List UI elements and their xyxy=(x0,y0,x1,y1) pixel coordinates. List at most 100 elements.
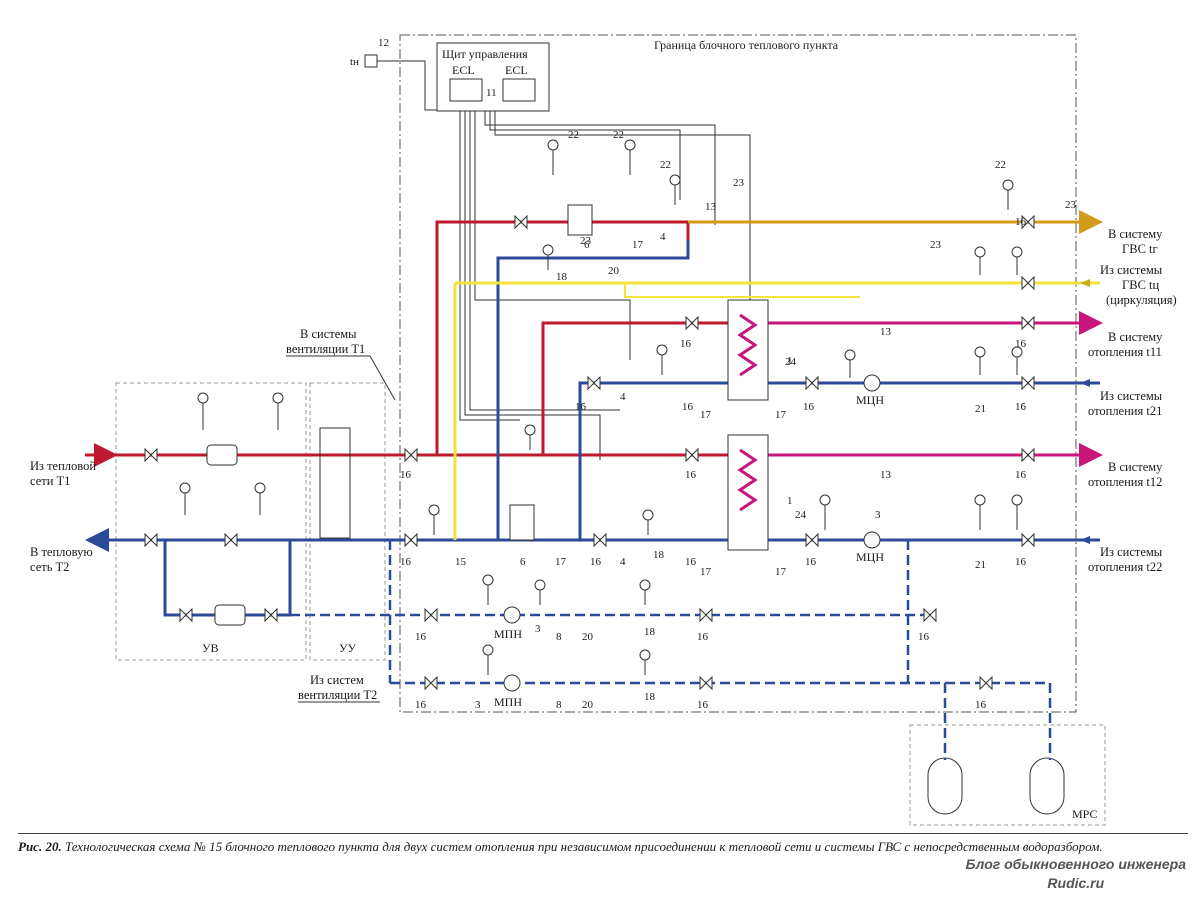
svg-text:16: 16 xyxy=(1015,556,1027,568)
svg-text:22: 22 xyxy=(995,159,1006,171)
svg-text:18: 18 xyxy=(556,271,568,283)
watermark: Блог обыкновенного инженера Rudic.ru xyxy=(966,855,1186,893)
svg-text:16: 16 xyxy=(803,401,815,413)
svg-text:20: 20 xyxy=(582,699,594,711)
svg-text:3: 3 xyxy=(475,699,481,711)
control-panel-num: 11 xyxy=(486,87,497,99)
svg-text:16: 16 xyxy=(415,699,427,711)
pump-mcn1 xyxy=(863,374,881,392)
mrs-label: МРС xyxy=(1072,807,1098,821)
svg-text:4: 4 xyxy=(660,231,666,243)
control-panel xyxy=(436,42,550,112)
svg-text:8: 8 xyxy=(556,631,562,643)
svg-text:17: 17 xyxy=(775,566,787,578)
svg-text:16: 16 xyxy=(415,631,427,643)
svg-text:18: 18 xyxy=(653,549,665,561)
svg-text:1: 1 xyxy=(787,355,793,367)
circulation-branch xyxy=(624,283,860,298)
vent-supply-leader-2 xyxy=(369,355,396,401)
svg-text:23: 23 xyxy=(733,177,745,189)
return-heat-branch xyxy=(578,381,740,540)
pump-mcn1-label: МЦН xyxy=(856,393,884,407)
heat-exchanger-2 xyxy=(727,434,769,551)
mud-trap-2 xyxy=(214,604,246,626)
svg-text:16: 16 xyxy=(805,556,817,568)
svg-text:4: 4 xyxy=(620,391,626,403)
svg-text:21: 21 xyxy=(975,559,986,571)
mrs-frame xyxy=(909,724,1106,826)
svg-text:16: 16 xyxy=(1015,401,1027,413)
hx2-coil xyxy=(737,448,758,512)
uu-frame xyxy=(309,382,386,661)
svg-text:3: 3 xyxy=(535,623,541,635)
ecl-right-controller xyxy=(502,78,536,102)
pump-mpn2-label: МПН xyxy=(494,695,522,709)
svg-text:16: 16 xyxy=(697,631,709,643)
svg-text:18: 18 xyxy=(644,691,656,703)
sensor-cable xyxy=(377,60,437,111)
heat2-return-arrowhead xyxy=(1080,536,1090,544)
outdoor-sensor-icon xyxy=(364,54,378,68)
svg-text:16: 16 xyxy=(975,699,987,711)
caption-text: Технологическая схема № 15 блочного тепл… xyxy=(64,839,1103,854)
svg-text:20: 20 xyxy=(582,631,594,643)
figure-caption: Рис. 20. Технологическая схема № 15 блоч… xyxy=(18,838,1188,856)
svg-text:24: 24 xyxy=(785,356,797,368)
return-riser xyxy=(496,240,690,540)
expansion-tank-1 xyxy=(927,757,963,815)
regulator-1 xyxy=(567,204,593,236)
hx1-coil xyxy=(737,313,758,377)
control-panel-title: Щит управления xyxy=(442,47,528,61)
svg-text:20: 20 xyxy=(608,265,620,277)
svg-text:4: 4 xyxy=(620,556,626,568)
svg-text:18: 18 xyxy=(644,626,656,638)
svg-text:16: 16 xyxy=(1015,338,1027,350)
caption-separator xyxy=(18,833,1188,834)
pump-mcn2 xyxy=(863,531,881,549)
svg-text:16: 16 xyxy=(575,401,587,413)
svg-text:16: 16 xyxy=(685,556,697,568)
circ-return-arrowhead xyxy=(1080,279,1090,287)
ecl-left-label: ECL xyxy=(452,63,475,77)
pressure-gauges xyxy=(179,139,1023,675)
svg-text:16: 16 xyxy=(682,401,694,413)
svg-text:6: 6 xyxy=(520,556,526,568)
expansion-tank-2 xyxy=(1029,757,1065,815)
ecl-left-controller xyxy=(449,78,483,102)
svg-text:16: 16 xyxy=(400,469,412,481)
svg-text:16: 16 xyxy=(918,631,930,643)
heat1-return-arrowhead xyxy=(1080,379,1090,387)
supply-riser xyxy=(435,220,690,455)
svg-text:23: 23 xyxy=(580,235,592,247)
valves xyxy=(144,214,1035,691)
pump-mpn1 xyxy=(503,606,521,624)
svg-text:3: 3 xyxy=(875,509,881,521)
svg-text:13: 13 xyxy=(880,326,892,338)
meter-uu xyxy=(319,427,351,539)
svg-text:15: 15 xyxy=(455,556,467,568)
svg-text:22: 22 xyxy=(613,129,624,141)
outdoor-sensor-num: 12 xyxy=(378,37,389,49)
svg-text:17: 17 xyxy=(555,556,567,568)
pump-mpn2 xyxy=(503,674,521,692)
caption-lead: Рис. 20. xyxy=(18,839,62,854)
watermark-line1: Блог обыкновенного инженера xyxy=(965,856,1186,872)
pump-mcn2-label: МЦН xyxy=(856,550,884,564)
control-cables xyxy=(459,111,751,460)
svg-text:17: 17 xyxy=(775,409,787,421)
svg-text:22: 22 xyxy=(568,129,579,141)
mud-trap-1 xyxy=(206,444,238,466)
boundary-frame xyxy=(399,34,1077,713)
svg-text:17: 17 xyxy=(700,566,712,578)
svg-text:1: 1 xyxy=(787,495,793,507)
svg-text:24: 24 xyxy=(795,509,807,521)
supply-heat-branch xyxy=(541,321,740,455)
